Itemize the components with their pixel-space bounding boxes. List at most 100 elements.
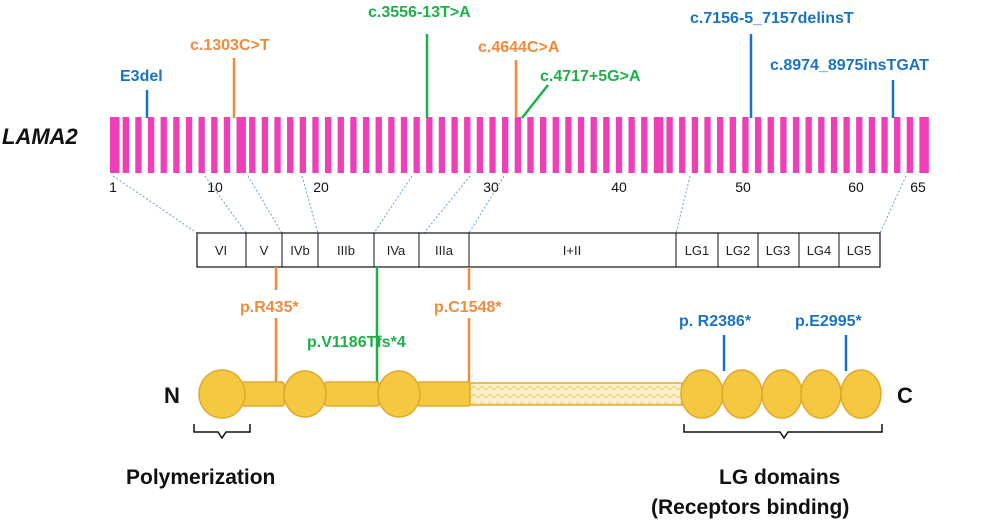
exon-37: [565, 117, 572, 173]
lg-domain-4: [800, 369, 842, 419]
exon-64: [906, 117, 914, 173]
variant-label-c7156: c.7156-5_7157delinsT: [690, 10, 854, 27]
protein-schematic: [198, 369, 882, 419]
lg-domain-2: [721, 369, 763, 419]
exon-34: [527, 117, 534, 173]
exon-25: [413, 117, 420, 173]
exon-54: [780, 117, 787, 173]
domain-label-i-ii: I+II: [563, 243, 581, 258]
exon-57: [818, 117, 825, 173]
exon-53: [767, 117, 774, 173]
exon-5: [160, 117, 167, 173]
exon-40: [603, 117, 610, 173]
domain-map: VI V IVb IIIb IVa IIIa I+II LG1 LG2 LG3 …: [196, 232, 881, 268]
exon-8: [198, 117, 205, 173]
exon-55: [792, 117, 800, 173]
exon-39: [590, 117, 597, 173]
exon-29: [464, 117, 471, 173]
exon-42: [628, 117, 635, 173]
domain-label-iiia: IIIa: [435, 243, 454, 258]
exon-4: [147, 117, 155, 173]
exon-16: [299, 117, 307, 173]
exon-50: [729, 117, 736, 173]
exon-47: [691, 117, 699, 173]
lg-domain-1: [680, 369, 724, 419]
exon-15: [287, 117, 294, 173]
exon-tick-label: 30: [483, 179, 499, 195]
domain-label-vi: VI: [215, 243, 227, 258]
exon-30: [476, 117, 484, 173]
domain-label-iva: IVa: [387, 243, 406, 258]
exon-9: [211, 117, 218, 173]
globular-domain-ivb: [283, 370, 327, 418]
exon-58: [830, 117, 838, 173]
variant-label-c8974: c.8974_8975insTGAT: [770, 57, 929, 74]
exon-1: [110, 117, 120, 173]
polymerization-label: Polymerization: [126, 466, 275, 489]
receptors-binding-label: (Receptors binding): [651, 496, 849, 519]
exon-domain-mapping-lines: [112, 175, 907, 234]
exon-36: [552, 117, 559, 173]
globular-domain-vi: [198, 369, 246, 419]
variant-label-c1303: c.1303C>T: [190, 37, 270, 54]
exon-46: [679, 117, 686, 173]
exon-tick-label: 50: [735, 179, 751, 195]
domain-label-v: V: [260, 243, 269, 258]
exon-bar: [110, 117, 929, 173]
exon-6: [173, 117, 180, 173]
exon-31: [489, 117, 496, 173]
exon-20: [350, 117, 357, 173]
exon-56: [805, 117, 812, 173]
variant-marker-c4717: [521, 84, 549, 119]
domain-label-lg4: LG4: [807, 243, 832, 258]
rod-segment: [241, 381, 285, 407]
n-terminus-label: N: [164, 383, 180, 408]
exon-41: [615, 117, 623, 173]
rod-segment: [417, 381, 471, 407]
exon-14: [274, 117, 281, 173]
variant-label-c3556: c.3556-13T>A: [368, 4, 471, 21]
region-brackets: [193, 424, 883, 440]
exon-13: [261, 117, 269, 173]
exon-3: [135, 117, 142, 173]
exon-tick-label: 40: [611, 179, 627, 195]
domain-label-lg2: LG2: [726, 243, 751, 258]
protein-variant-labels: p.R435* p.V1186Tfs*4 p.C1548* p. R2386* …: [240, 299, 862, 351]
exon-tick-label: 60: [848, 179, 864, 195]
exon-22: [375, 117, 382, 173]
exon-45: [666, 117, 673, 173]
exon-tick-label: 1: [109, 179, 117, 195]
exon-24: [400, 117, 408, 173]
protein-variant-markers: [274, 267, 848, 383]
exon-62: [881, 117, 888, 173]
exon-21: [362, 117, 370, 173]
exon-61: [868, 117, 876, 173]
lg-domains-bracket: [683, 424, 883, 440]
exon-10: [223, 117, 231, 173]
polymerization-bracket: [193, 424, 251, 440]
exon-12: [249, 117, 256, 173]
exon-11: [236, 117, 246, 173]
exon-2: [122, 117, 129, 173]
exon-44: [653, 117, 664, 173]
exon-tick-label: 10: [207, 179, 223, 195]
exon-35: [539, 117, 547, 173]
dna-variant-labels: E3del c.1303C>T c.3556-13T>A c.4644C>A c…: [120, 4, 929, 85]
variant-label-e3del: E3del: [120, 68, 163, 85]
coiled-coil-region: [469, 382, 683, 406]
exon-65: [919, 117, 929, 173]
exon-23: [388, 117, 395, 173]
domain-label-lg5: LG5: [847, 243, 872, 258]
exon-51: [742, 117, 749, 173]
exon-32: [502, 117, 509, 173]
exon-49: [717, 117, 724, 173]
exon-63: [894, 117, 901, 173]
protein-label-v1186: p.V1186Tfs*4: [307, 334, 406, 351]
exon-17: [312, 117, 319, 173]
exon-43: [641, 117, 648, 173]
exon-60: [856, 117, 863, 173]
exon-27: [438, 117, 446, 173]
globular-domain-iva: [377, 370, 421, 418]
domain-label-lg1: LG1: [685, 243, 710, 258]
